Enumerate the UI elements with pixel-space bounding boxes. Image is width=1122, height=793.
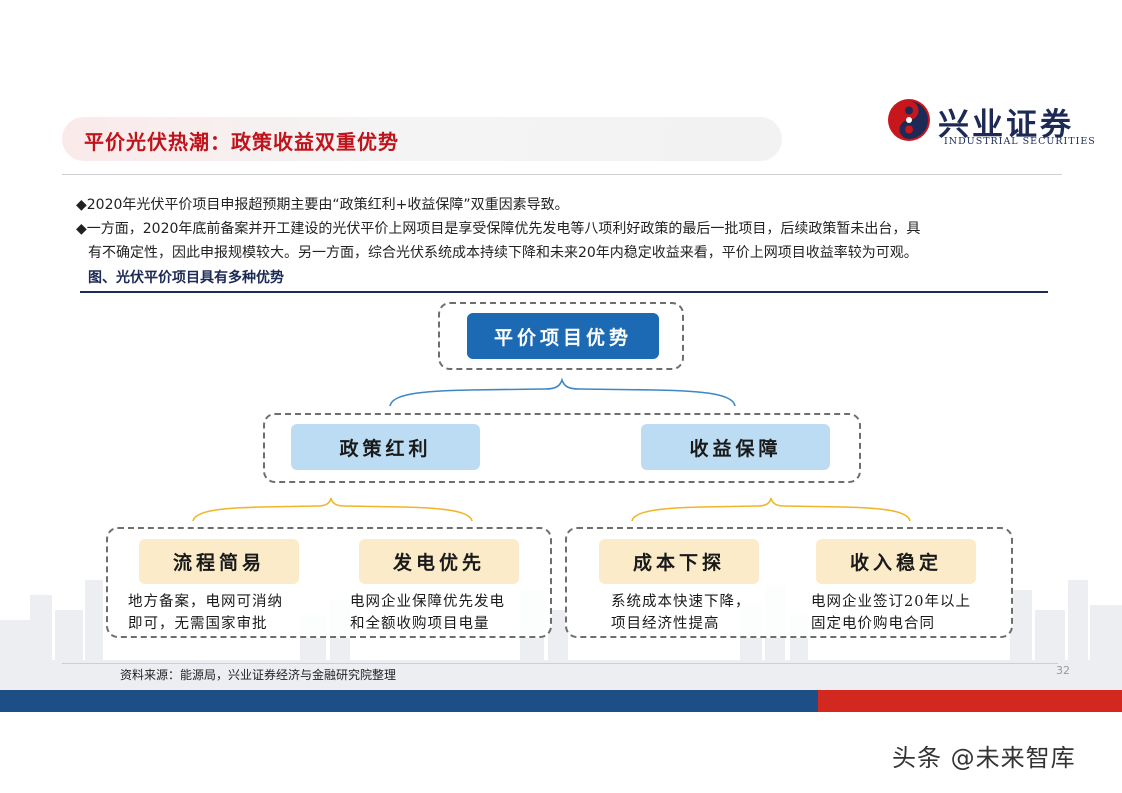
node-income-guarantee: 收益保障 (641, 424, 830, 470)
figure-caption: 图、光伏平价项目具有多种优势 (88, 270, 284, 286)
leaf-description: 电网企业签订20年以上 固定电价购电合同 (811, 591, 971, 635)
footer-band-red (818, 690, 1122, 712)
header-divider (62, 174, 1062, 175)
description-line: 即可，无需国家审批 (128, 616, 268, 632)
description-line: 地方备案，电网可消纳 (128, 594, 283, 610)
description-line: 固定电价购电合同 (811, 616, 935, 632)
logo-chinese-name: 兴业证券 (938, 107, 1074, 143)
leaf-node-simple-process: 流程简易 (139, 539, 299, 584)
source-note: 资料来源：能源局，兴业证券经济与金融研究院整理 (120, 668, 397, 682)
bullet-point-1: ◆2020年光伏平价项目申报超预期主要由“政策红利+收益保障”双重因素导致。 (76, 197, 569, 213)
logo-english-name: INDUSTRIAL SECURITIES (944, 136, 1096, 147)
leaf-node-stable-income: 收入稳定 (816, 539, 976, 584)
figure-caption-rule (80, 291, 1048, 293)
description-line: 项目经济性提高 (611, 616, 720, 632)
leaf-node-power-priority: 发电优先 (359, 539, 519, 584)
industrial-securities-logo-icon (888, 99, 930, 141)
leaf-description: 系统成本快速下降， 项目经济性提高 (611, 591, 751, 635)
page-number: 32 (1056, 664, 1070, 677)
root-node-parity-advantages: 平价项目优势 (467, 313, 659, 359)
description-line: 系统成本快速下降， (611, 594, 751, 610)
page-title: 平价光伏热潮：政策收益双重优势 (84, 130, 399, 154)
bullet-point-2: ◆一方面，2020年底前备案并开工建设的光伏平价上网项目是享受保障优先发电等八项… (76, 221, 921, 237)
description-line: 电网企业保障优先发电 (350, 594, 505, 610)
title-banner (62, 117, 782, 161)
watermark: 头条 @未来智库 (892, 744, 1076, 772)
footer-band-blue (0, 690, 818, 712)
leaf-description: 地方备案，电网可消纳 即可，无需国家审批 (128, 591, 283, 635)
bullet-point-2-continued: 有不确定性，因此申报规模较大。另一方面，综合光伏系统成本持续下降和未来20年内稳… (88, 245, 918, 261)
leaf-description: 电网企业保障优先发电 和全额收购项目电量 (350, 591, 505, 635)
description-line: 电网企业签订20年以上 (811, 594, 971, 610)
footer-divider (62, 663, 1058, 664)
description-line: 和全额收购项目电量 (350, 616, 490, 632)
node-policy-dividend: 政策红利 (291, 424, 480, 470)
leaf-node-cost-decline: 成本下探 (599, 539, 759, 584)
